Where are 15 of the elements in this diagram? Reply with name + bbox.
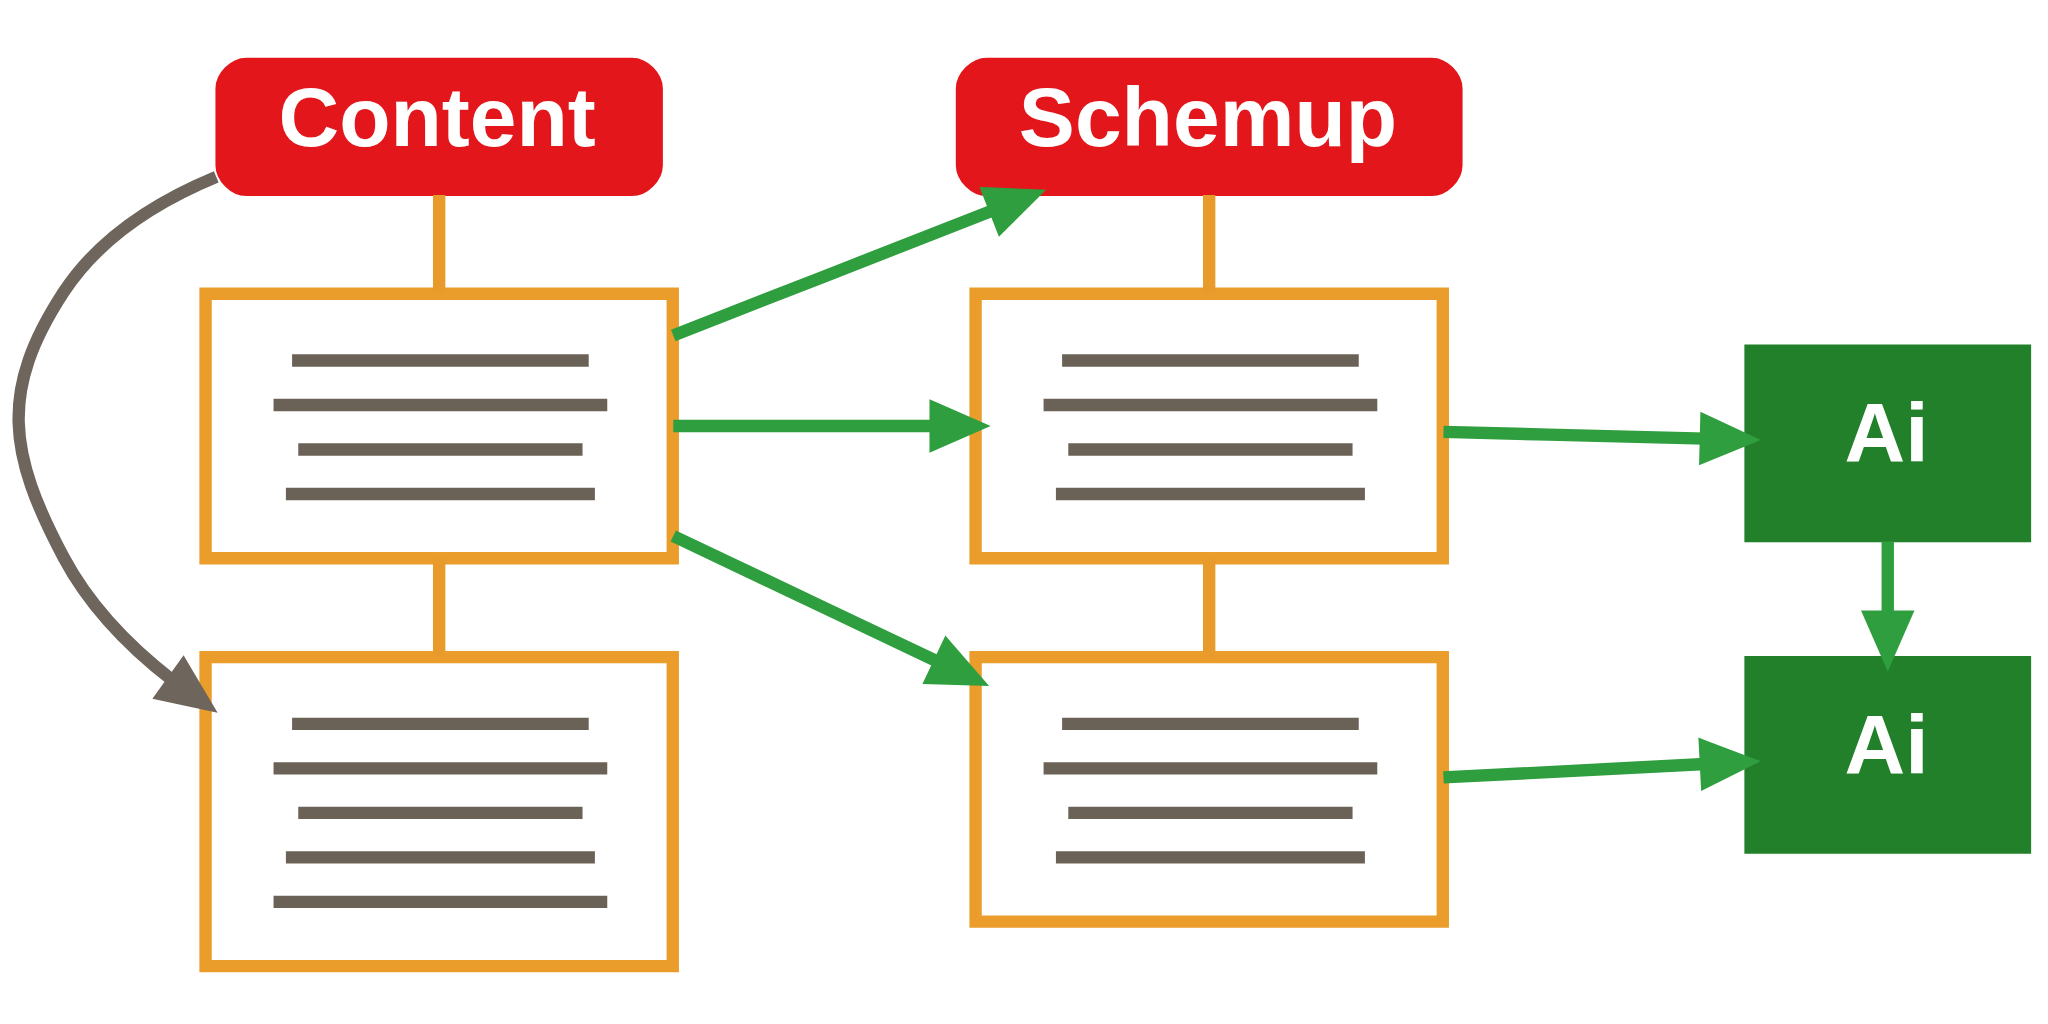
node-box: Schemup [955,57,1463,196]
node-document [969,650,1449,928]
arrow [671,186,1047,341]
node-document [199,650,679,972]
node-document [969,287,1449,564]
node-box: Ai [1744,655,2032,854]
node-document [199,287,679,564]
arrow [1861,540,1915,672]
arrow [12,170,219,713]
node-box: Content [215,57,663,196]
arrow [1443,737,1761,791]
arrow [673,398,991,453]
arrow [670,529,990,686]
node-box: Ai [1744,343,2032,542]
arrow [1443,411,1761,465]
